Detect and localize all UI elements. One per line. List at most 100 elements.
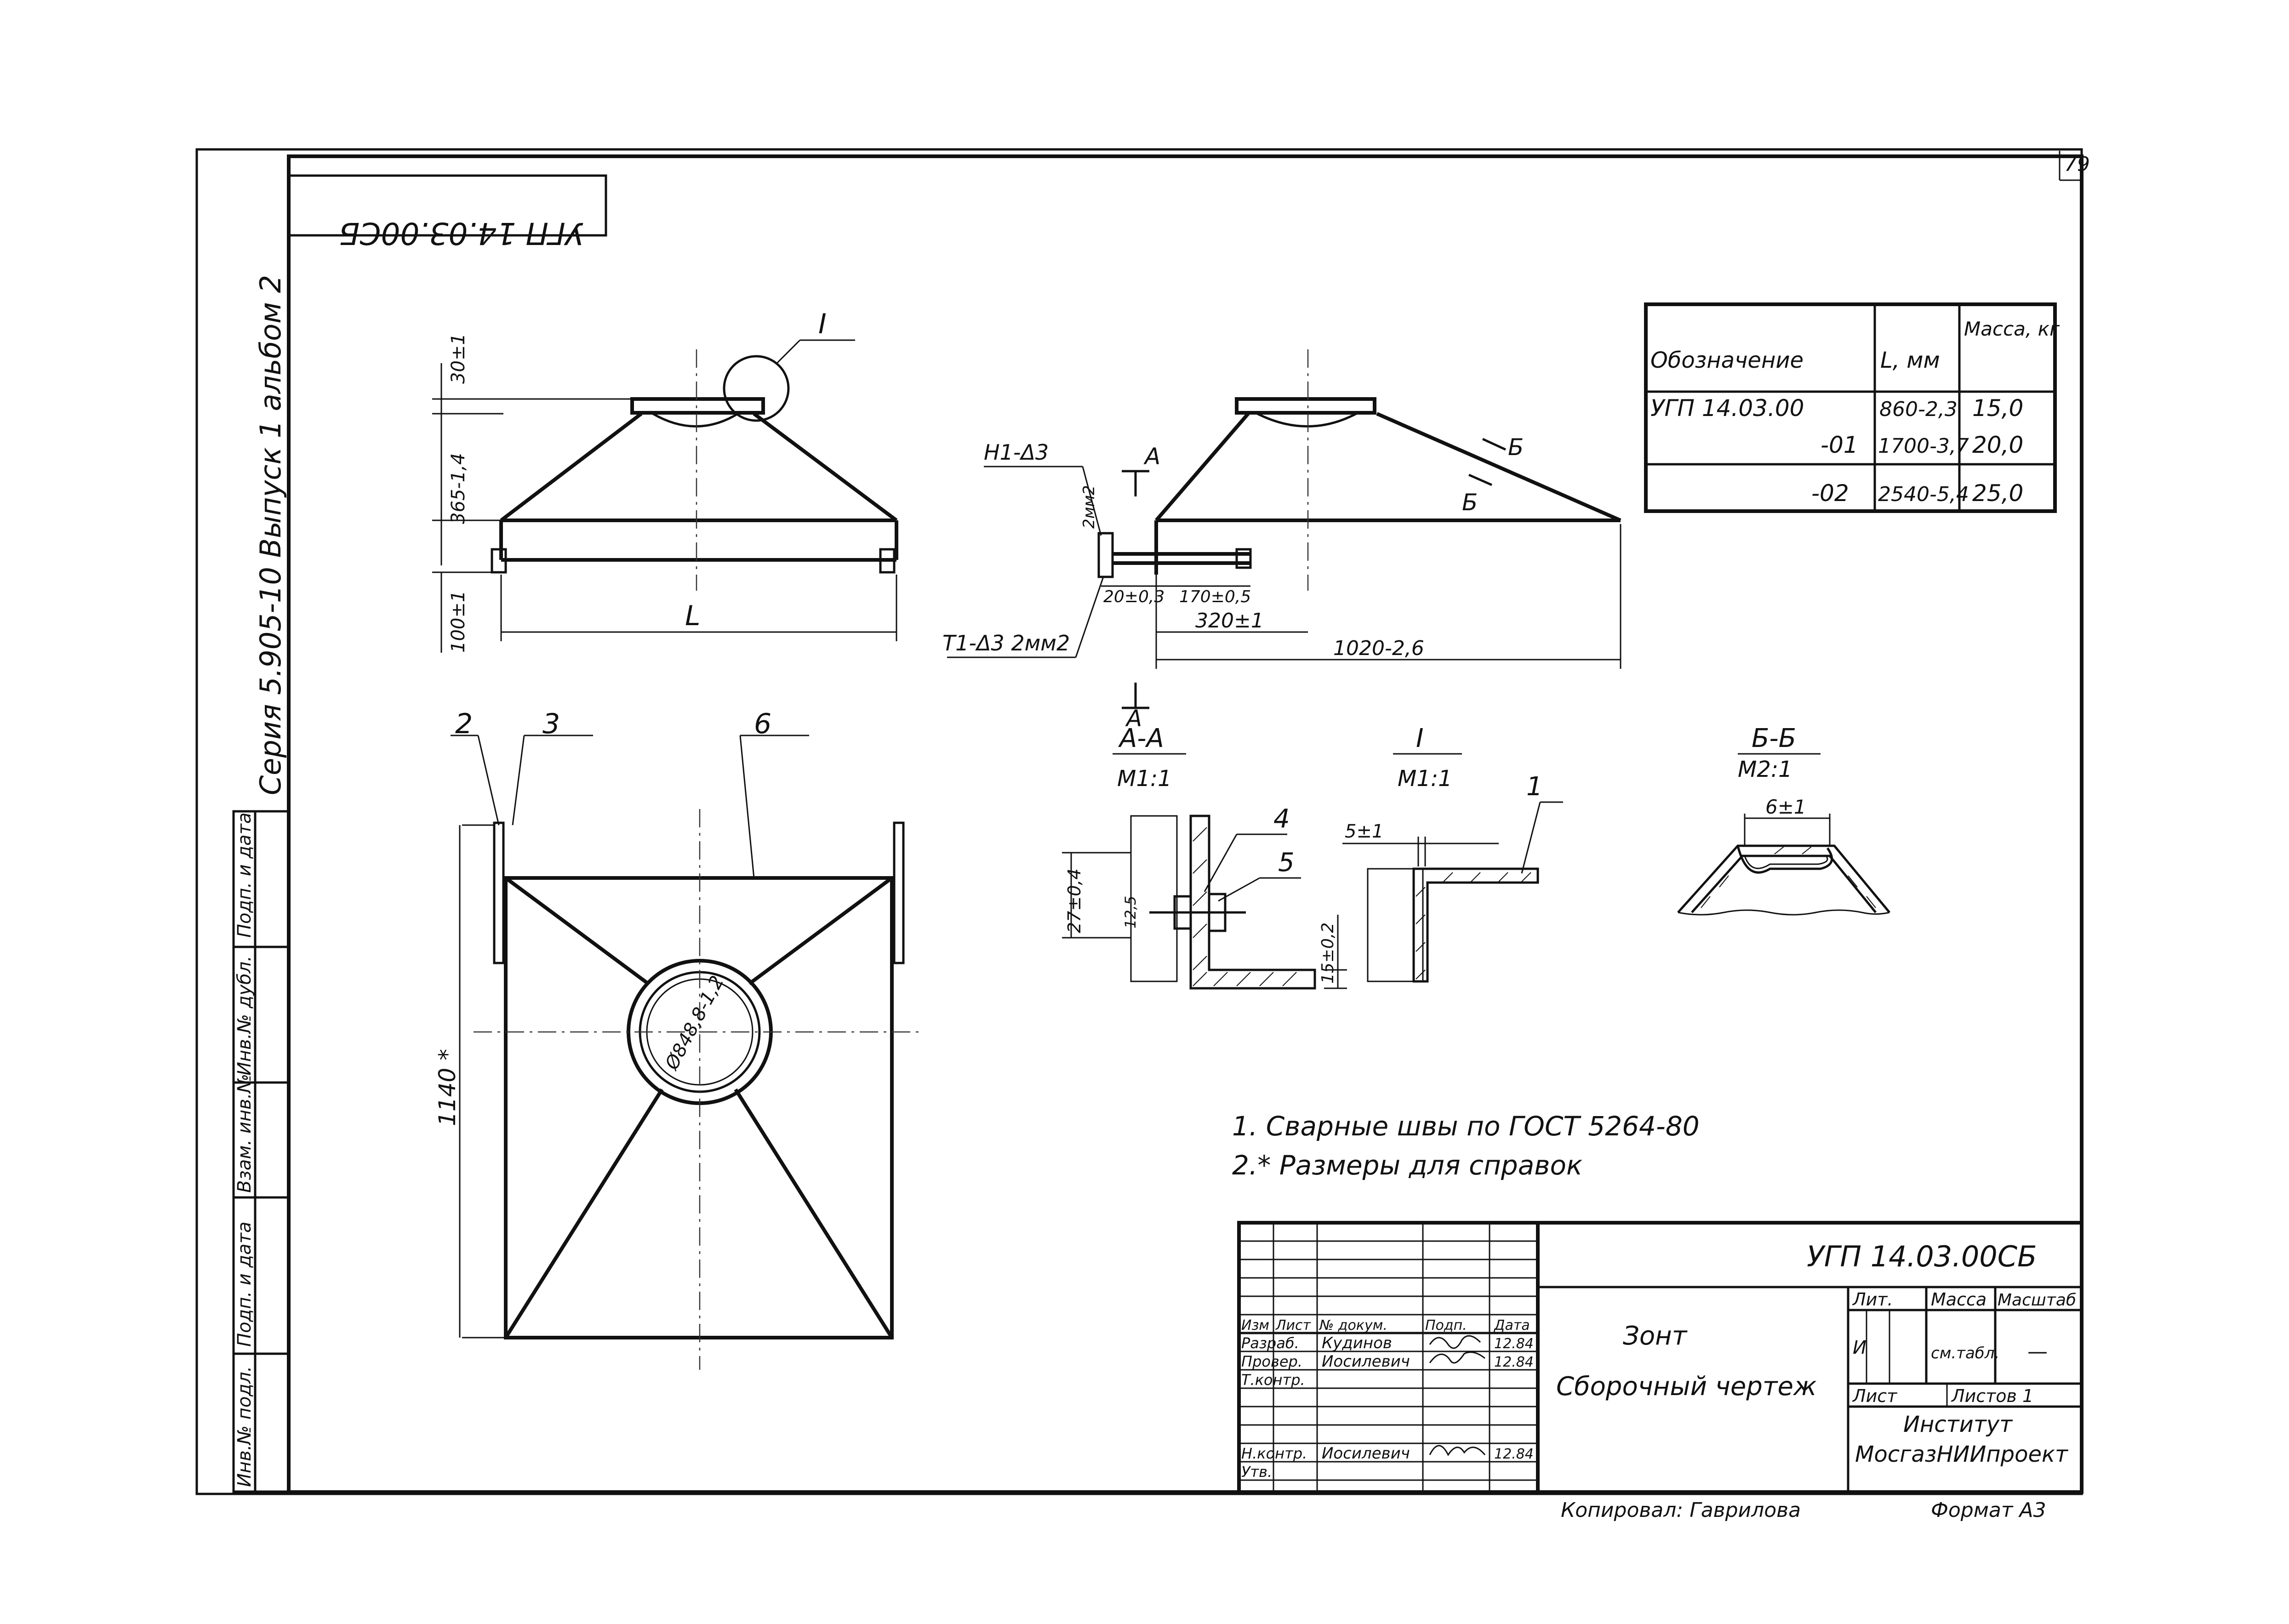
- tb-role-3: Т.контр.: [1241, 1371, 1305, 1389]
- detail-aa-pos-5: 5: [1278, 848, 1295, 878]
- copied-by: Копировал: Гаврилова: [1561, 1499, 1801, 1522]
- side-view: [947, 349, 1621, 709]
- detail-aa-dim-125: 12,5: [1122, 896, 1139, 929]
- detail-bb: [1677, 814, 1890, 916]
- detail-bb-dim-6: 6±1: [1765, 796, 1806, 818]
- spec-table: [1644, 302, 2057, 513]
- strip-label-1: Подп. и дата: [234, 813, 255, 938]
- front-callout-i: I: [818, 308, 827, 340]
- tb-role-1-date: 12.84: [1494, 1336, 1534, 1352]
- page-number: 79: [2064, 153, 2090, 176]
- front-dim-length: L: [685, 600, 700, 632]
- front-dim-base: 100±1: [448, 591, 469, 653]
- signature-2: [1429, 1351, 1485, 1364]
- tb-role-1: Разраб.: [1241, 1334, 1299, 1352]
- tb-col-change: Изм: [1241, 1317, 1269, 1333]
- detail-bb-scale: М2:1: [1738, 757, 1792, 782]
- spec-header-length: L, мм: [1880, 348, 1940, 373]
- detail-aa-dim-15: 15±0,2: [1319, 923, 1337, 984]
- tb-col-sign: Подп.: [1425, 1317, 1467, 1333]
- plan-pos-3: 3: [542, 708, 560, 740]
- detail-bb-title: Б-Б: [1752, 724, 1796, 753]
- tb-org-1: Институт: [1903, 1412, 2013, 1437]
- note-1: 1. Сварные швы по ГОСТ 5264-80: [1232, 1111, 1700, 1142]
- tb-role-5: Н.контр.: [1241, 1445, 1307, 1462]
- plan-view: [451, 735, 924, 1370]
- tb-sheets-label: Листов 1: [1951, 1386, 2033, 1406]
- tb-role-5-date: 12.84: [1494, 1446, 1534, 1462]
- spec-row-2-length: 1700-3,7: [1878, 434, 1969, 458]
- spec-header-designation: Обозначение: [1650, 348, 1804, 373]
- side-section-a-bottom: А: [1125, 705, 1142, 732]
- tb-scale-value: —: [2027, 1340, 2048, 1363]
- tb-lit-value: И: [1853, 1337, 1867, 1358]
- spec-row-1-length: 860-2,3: [1879, 398, 1958, 421]
- tb-mass-value: см.табл.: [1931, 1344, 1999, 1362]
- detail-aa-title: А-А: [1118, 724, 1164, 753]
- spec-row-2-designation: -01: [1821, 432, 1858, 458]
- tb-role-6: Утв.: [1241, 1463, 1272, 1481]
- detail-aa-pos-4: 4: [1273, 804, 1290, 834]
- tb-col-date: Дата: [1493, 1317, 1530, 1333]
- side-weld-lower: Т1-Δ3 2мм2: [942, 631, 1070, 655]
- tb-code: УГП 14.03.00СБ: [1807, 1240, 2037, 1273]
- tb-org-2: МосгазНИИпроект: [1855, 1442, 2069, 1467]
- side-section-a-top: А: [1143, 443, 1160, 470]
- front-view: [432, 339, 898, 653]
- spec-row-3-mass: 25,0: [1972, 480, 2023, 507]
- spec-row-1-designation: УГП 14.03.00: [1650, 395, 1804, 422]
- left-stamp-strip: [232, 810, 290, 1493]
- tb-doc-type: Сборочный чертеж: [1556, 1372, 1816, 1402]
- strip-label-2: Инв.№ дубл.: [234, 956, 255, 1076]
- note-2: 2.* Размеры для справок: [1232, 1150, 1582, 1181]
- side-dim-320: 320±1: [1195, 609, 1264, 633]
- tb-name: Зонт: [1623, 1321, 1688, 1351]
- tb-role-2-name: Иосилевич: [1322, 1352, 1410, 1371]
- tb-col-docnum: № докум.: [1319, 1317, 1387, 1333]
- tb-role-2: Провер.: [1241, 1353, 1302, 1370]
- tb-lit-label: Лит.: [1852, 1289, 1893, 1310]
- detail-i-scale: М1:1: [1398, 766, 1452, 792]
- detail-i-pos-1: 1: [1526, 772, 1543, 802]
- side-section-b-top: Б: [1508, 434, 1524, 461]
- tb-col-sheet: Лист: [1275, 1317, 1312, 1333]
- detail-aa: [1062, 815, 1347, 990]
- signature-1: [1429, 1335, 1481, 1349]
- mirrored-code-text: УГП 14.03.00СБ: [339, 216, 584, 251]
- mirrored-code-stamp: УГП 14.03.00СБ: [287, 174, 607, 251]
- tb-role-1-name: Кудинов: [1322, 1334, 1392, 1352]
- plan-dim-1140: 1140 *: [434, 1049, 461, 1126]
- side-weld-upper: Н1-Δ3: [984, 440, 1049, 465]
- tb-role-2-date: 12.84: [1494, 1354, 1534, 1370]
- plan-pos-2: 2: [455, 708, 473, 740]
- detail-i: [1342, 801, 1563, 983]
- side-dim-20: 20±0,3: [1103, 587, 1164, 606]
- plan-pos-6: 6: [754, 708, 771, 740]
- side-dim-small: 2мм2: [1080, 485, 1098, 529]
- detail-i-title: I: [1416, 724, 1424, 753]
- detail-aa-dim-vertical: 27±0,4: [1064, 868, 1085, 933]
- detail-i-dim-5: 5±1: [1345, 821, 1383, 842]
- tb-role-5-name: Иосилевич: [1322, 1444, 1410, 1463]
- series-label: Серия 5.905-10 Выпуск 1 альбом 2: [254, 275, 287, 795]
- tb-mass-label: Масса: [1931, 1289, 1986, 1310]
- front-dim-height: 365-1,4: [448, 453, 469, 524]
- spec-row-3-length: 2540-5,4: [1878, 483, 1969, 506]
- spec-header-mass: Масса, кг: [1964, 318, 2060, 340]
- side-dim-170: 170±0,5: [1179, 587, 1251, 606]
- side-section-b-bottom: Б: [1462, 489, 1478, 516]
- spec-row-2-mass: 20,0: [1972, 432, 2023, 458]
- title-block: [1237, 1221, 2084, 1494]
- front-dim-top: 30±1: [448, 333, 469, 384]
- spec-row-1-mass: 15,0: [1972, 395, 2023, 422]
- strip-label-5: Инв.№ подл.: [234, 1366, 255, 1487]
- tb-sheet-label: Лист: [1852, 1386, 1898, 1406]
- side-dim-1020: 1020-2,6: [1333, 637, 1424, 660]
- strip-label-3: Взам. инв.№: [234, 1074, 255, 1193]
- format-label: Формат А3: [1931, 1499, 2046, 1522]
- strip-label-4: Подп. и дата: [234, 1222, 255, 1347]
- detail-aa-scale: М1:1: [1117, 766, 1172, 792]
- signature-3: [1429, 1445, 1486, 1456]
- tb-scale-label: Масштаб: [1998, 1291, 2076, 1310]
